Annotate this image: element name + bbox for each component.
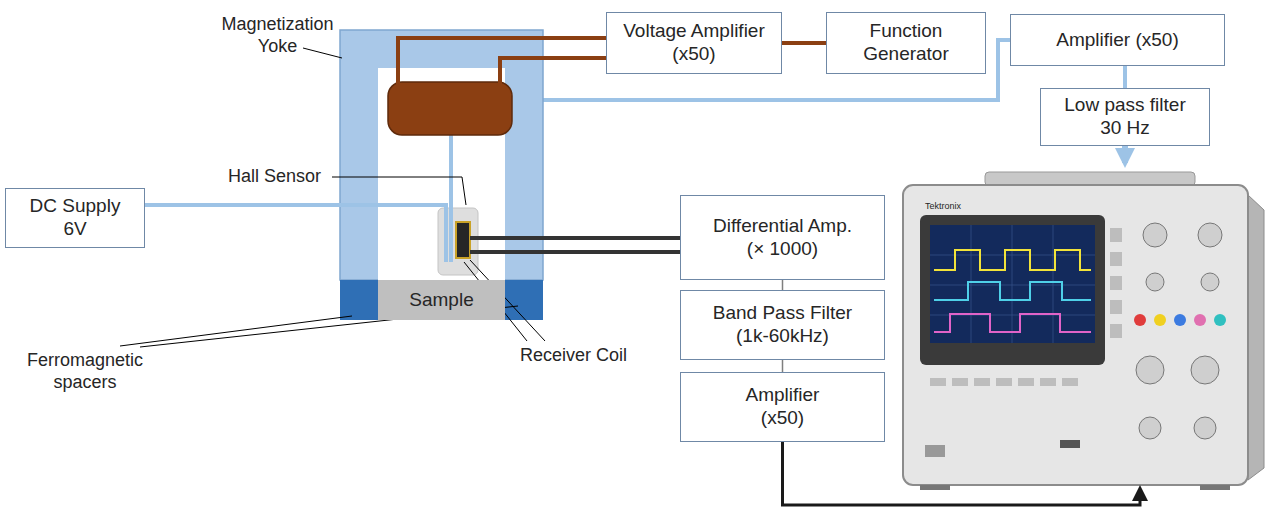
connector bbox=[1123, 66, 1127, 88]
scope-knob bbox=[1194, 417, 1216, 439]
scope-button bbox=[1174, 314, 1186, 326]
scope-button bbox=[1110, 276, 1122, 290]
connector bbox=[1122, 146, 1128, 163]
coil-signal-wire bbox=[470, 250, 680, 254]
scope-knob bbox=[1198, 223, 1222, 247]
connector bbox=[783, 442, 1141, 505]
scope-button bbox=[1214, 314, 1226, 326]
scope-knob bbox=[1146, 273, 1164, 291]
scope-button bbox=[952, 378, 968, 386]
scope-knob bbox=[1139, 417, 1161, 439]
waveform bbox=[934, 282, 1091, 300]
connector bbox=[782, 280, 784, 290]
magnetization-yoke bbox=[340, 30, 543, 280]
amplifier-box: Differential Amp. (× 1000) bbox=[680, 195, 885, 280]
scope-screen bbox=[930, 225, 1095, 343]
scope-foot bbox=[920, 485, 950, 490]
scope-body bbox=[903, 185, 1248, 485]
oscilloscope-figure bbox=[903, 172, 1264, 490]
waveform bbox=[934, 314, 1091, 332]
leader-line bbox=[303, 48, 342, 58]
scope-button bbox=[930, 378, 946, 386]
scope-button bbox=[1018, 378, 1034, 386]
coil-wire bbox=[398, 38, 606, 84]
scope-knob bbox=[1201, 273, 1219, 291]
part-label-box: Receiver Coil bbox=[520, 345, 640, 367]
filter-box: Low pass filter 30 Hz bbox=[1040, 88, 1210, 146]
generator-box: Function Generator bbox=[826, 12, 986, 74]
node-text: Sample bbox=[409, 289, 473, 312]
amplifier-box: Amplifier (x50) bbox=[1010, 14, 1225, 66]
scope-button bbox=[1134, 314, 1146, 326]
scope-button bbox=[974, 378, 990, 386]
node-text: Voltage Amplifier (x50) bbox=[614, 20, 774, 66]
node-text: Band Pass Filter (1k-60kHz) bbox=[707, 302, 859, 348]
leader-line bbox=[332, 177, 466, 205]
scope-button bbox=[1110, 324, 1122, 338]
scope-handle bbox=[985, 172, 1195, 186]
scope-button bbox=[1154, 314, 1166, 326]
scope-knob bbox=[1143, 223, 1167, 247]
usb-port bbox=[1060, 440, 1080, 448]
waveform bbox=[934, 250, 1091, 270]
scope-knob bbox=[1136, 356, 1164, 384]
filter-box: Band Pass Filter (1k-60kHz) bbox=[680, 290, 885, 360]
connector bbox=[782, 41, 826, 45]
coil-signal-wire bbox=[470, 236, 680, 240]
supply-box: DC Supply 6V bbox=[5, 188, 145, 248]
part-label-box: Ferromagnetic spacers bbox=[20, 350, 150, 393]
scope-button bbox=[1110, 228, 1122, 242]
node-text: Differential Amp. (× 1000) bbox=[707, 215, 859, 261]
scope-grid bbox=[930, 225, 1095, 343]
ferromagnetic-spacer bbox=[340, 280, 378, 320]
part-label: Ferromagnetic spacers bbox=[20, 350, 150, 393]
scope-knob bbox=[1191, 356, 1219, 384]
part-label-box: Magnetization Yoke bbox=[215, 14, 340, 57]
scope-bezel bbox=[920, 215, 1105, 365]
scope-side bbox=[1248, 195, 1264, 480]
oscilloscope: Tektronix bbox=[895, 168, 1267, 485]
part-label: Hall Sensor bbox=[228, 166, 338, 188]
ferromagnetic-spacer bbox=[505, 280, 543, 320]
node-text: DC Supply 6V bbox=[20, 195, 130, 241]
connector bbox=[782, 360, 784, 372]
excitation-coil bbox=[388, 82, 512, 135]
sample-block: Sample bbox=[378, 280, 505, 320]
amplifier-box: Voltage Amplifier (x50) bbox=[606, 12, 782, 74]
node-text: Function Generator bbox=[841, 20, 971, 66]
scope-button bbox=[1110, 252, 1122, 266]
node-text: Amplifier (x50) bbox=[728, 384, 838, 430]
part-label: Magnetization Yoke bbox=[215, 14, 340, 57]
part-label-box: Hall Sensor bbox=[228, 166, 338, 188]
node-text: Tektronix bbox=[925, 201, 961, 212]
scope-foot bbox=[1200, 485, 1230, 490]
scope-button bbox=[996, 378, 1012, 386]
supply-wire bbox=[145, 205, 446, 262]
node-text: Low pass filter 30 Hz bbox=[1055, 94, 1195, 140]
amplifier-box: Amplifier (x50) bbox=[680, 372, 885, 442]
leader-line bbox=[120, 316, 352, 346]
scope-button bbox=[1110, 300, 1122, 314]
scope-button bbox=[1194, 314, 1206, 326]
scope-button bbox=[1040, 378, 1056, 386]
sensor-signal-wire bbox=[449, 136, 453, 262]
part-label: Receiver Coil bbox=[520, 345, 640, 367]
node-text: Amplifier (x50) bbox=[1056, 29, 1178, 52]
receiver-coil bbox=[456, 222, 470, 258]
coil-wire bbox=[500, 58, 606, 84]
power-button bbox=[925, 445, 945, 457]
scope-button bbox=[1062, 378, 1078, 386]
